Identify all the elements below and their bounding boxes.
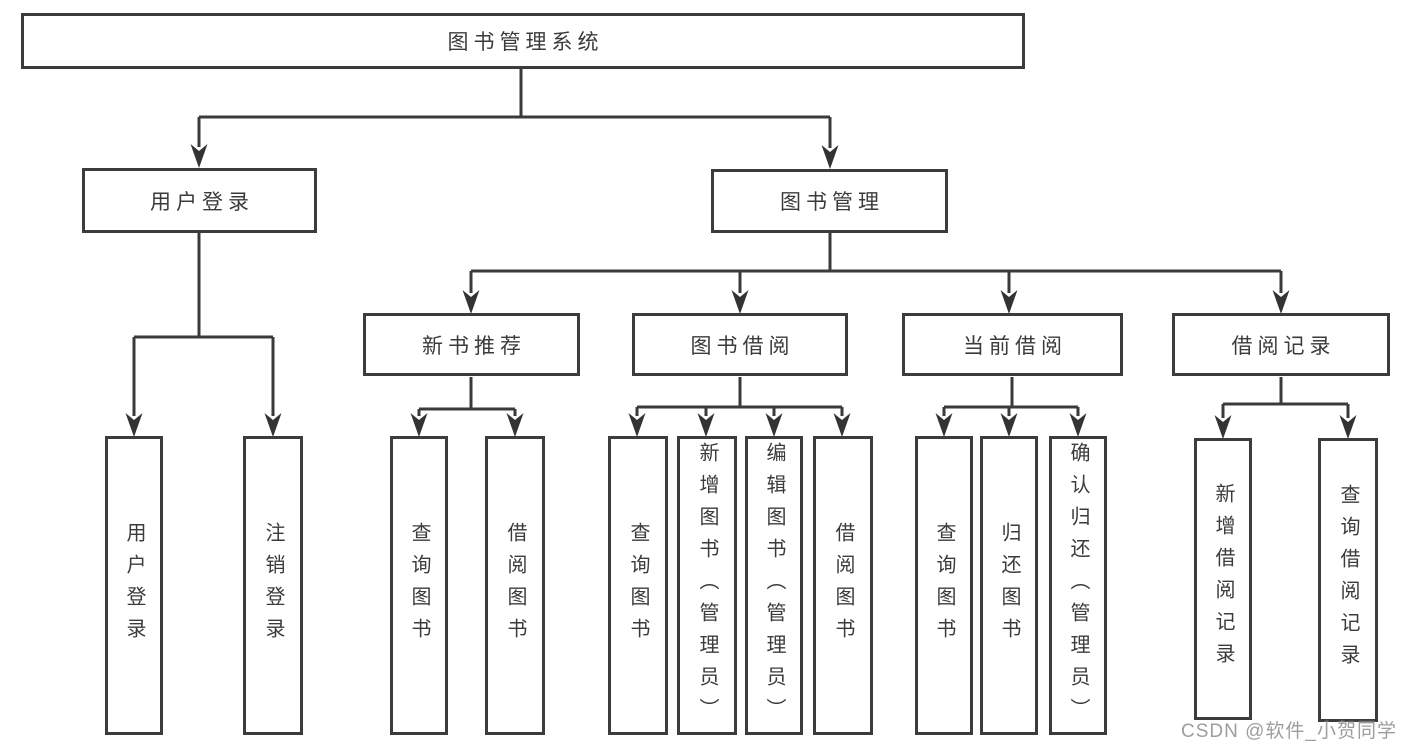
leaf-label: 新增借阅记录 xyxy=(1212,483,1234,675)
leaf-label: 编辑图书（管理员） xyxy=(763,441,785,730)
watermark: CSDN @软件_小贺同学 xyxy=(1181,721,1397,742)
node-new-book-recommendation: 新书推荐 xyxy=(363,313,580,376)
leaf-label: 查询图书 xyxy=(627,521,649,650)
node-current-borrowing: 当前借阅 xyxy=(902,313,1123,376)
leaf-label: 查询图书 xyxy=(933,521,955,650)
node-label: 图书管理 xyxy=(780,191,884,214)
leaf-label: 新增图书（管理员） xyxy=(696,441,718,730)
leaf-query-borrow-record: 查询借阅记录 xyxy=(1318,438,1378,722)
leaf-edit-book-admin: 编辑图书（管理员） xyxy=(745,436,803,735)
node-label: 当前借阅 xyxy=(963,334,1067,358)
node-book-borrowing: 图书借阅 xyxy=(632,313,848,376)
leaf-query-books-2: 查询图书 xyxy=(608,436,668,735)
leaf-label: 查询借阅记录 xyxy=(1337,484,1359,676)
node-label: 用户登录 xyxy=(150,190,254,214)
leaf-logout: 注销登录 xyxy=(243,436,303,735)
node-label: 图书借阅 xyxy=(690,334,795,358)
leaf-label: 借阅图书 xyxy=(832,521,854,650)
node-label: 借阅记录 xyxy=(1231,334,1336,358)
leaf-add-borrow-record: 新增借阅记录 xyxy=(1194,438,1252,720)
node-borrowing-records: 借阅记录 xyxy=(1172,313,1390,376)
leaf-borrow-books-2: 借阅图书 xyxy=(813,436,873,735)
leaf-label: 确认归还（管理员） xyxy=(1067,441,1089,730)
leaf-label: 用户登录 xyxy=(123,521,145,650)
leaf-label: 查询图书 xyxy=(408,521,430,650)
node-user-login: 用户登录 xyxy=(82,168,317,233)
leaf-query-books-3: 查询图书 xyxy=(915,436,973,735)
leaf-query-books-1: 查询图书 xyxy=(390,436,448,735)
leaf-label: 归还图书 xyxy=(998,521,1020,650)
leaf-label: 借阅图书 xyxy=(504,521,526,650)
leaf-user-login: 用户登录 xyxy=(105,436,163,735)
node-library-management-system: 图书管理系统 xyxy=(21,13,1025,69)
leaf-confirm-return-admin: 确认归还（管理员） xyxy=(1049,436,1107,735)
leaf-add-book-admin: 新增图书（管理员） xyxy=(677,436,737,735)
leaf-label: 注销登录 xyxy=(262,521,284,650)
leaf-borrow-books-1: 借阅图书 xyxy=(485,436,545,735)
node-label: 新书推荐 xyxy=(422,334,526,358)
leaf-return-books: 归还图书 xyxy=(980,436,1038,735)
node-book-management: 图书管理 xyxy=(711,169,948,233)
node-label: 图书管理系统 xyxy=(447,31,604,54)
